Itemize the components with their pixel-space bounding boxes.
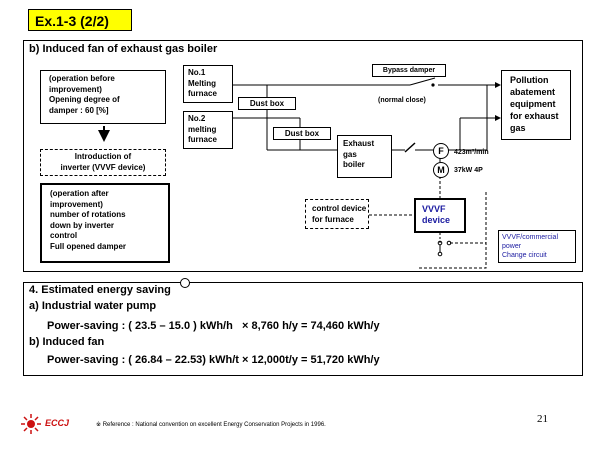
after-line-2: improvement) <box>50 199 103 209</box>
circuit-line-2: power <box>502 243 522 250</box>
after-line-5: control <box>50 231 78 240</box>
furnace1-line-3: furnace <box>188 89 217 98</box>
intro-line-2: inverter (VVVF device) <box>60 162 146 172</box>
energy-saving-panel <box>23 282 583 376</box>
energy-saving-heading: 4. Estimated energy saving <box>29 284 171 296</box>
intro-line-1: Introduction of <box>74 152 132 161</box>
reference-note: ※ Reference : National convention on exc… <box>96 422 326 428</box>
boiler-line-2: gas <box>343 149 357 159</box>
water-pump-heading: a) Industrial water pump <box>29 300 157 312</box>
page-number: 21 <box>537 413 548 425</box>
pollution-line-1: Pollution <box>510 75 549 85</box>
circuit-line-1: VVVF/commercial <box>502 234 559 241</box>
after-line-1: (operation after <box>50 189 109 198</box>
normal-close-label: (normal close) <box>378 97 426 104</box>
vvvf-device: VVVF device <box>414 198 466 233</box>
water-pump-formula: Power-saving : ( 23.5 – 15.0 ) kWh/h × 8… <box>47 320 380 332</box>
dust-box-2: Dust box <box>273 127 331 140</box>
boiler-line-3: boiler <box>343 160 365 169</box>
after-line-4: down by inverter <box>50 220 115 230</box>
dust-box-1: Dust box <box>238 97 296 110</box>
eccj-logo-text: ECCJ <box>45 418 70 428</box>
induced-fan-formula: Power-saving : ( 26.84 – 22.53) kWh/t × … <box>47 354 380 366</box>
before-line-1: (operation before <box>49 74 115 83</box>
control-line-2: for furnace <box>312 214 354 224</box>
melting-furnace-1: No.1 Melting furnace <box>183 65 233 103</box>
fan-icon: F <box>433 143 449 159</box>
control-line-1: control device <box>312 204 367 213</box>
move-handle-icon <box>180 278 190 288</box>
induced-fan-panel <box>23 40 583 272</box>
fan-flow-rate: 423m³/min <box>454 149 489 156</box>
slide-title: Ex.1-3 (2/2) <box>28 9 132 31</box>
pollution-abatement-equipment: Pollution abatement equipment for exhaus… <box>501 70 571 140</box>
pollution-line-4: for exhaust <box>510 111 559 121</box>
pollution-line-3: equipment <box>510 99 556 109</box>
melting-furnace-2: No.2 melting furnace <box>183 111 233 149</box>
furnace-control-device: control device for furnace <box>305 199 369 229</box>
furnace2-line-3: furnace <box>188 135 217 144</box>
vvvf-line-1: VVVF <box>422 204 446 214</box>
pollution-line-2: abatement <box>510 87 556 97</box>
before-improvement-box: (operation before improvement) Opening d… <box>40 70 166 124</box>
after-line-3: number of rotations <box>50 210 126 219</box>
furnace1-line-1: No.1 <box>188 68 206 77</box>
furnace2-line-2: melting <box>188 124 217 134</box>
motor-icon: M <box>433 162 449 178</box>
after-improvement-box: (operation after improvement) number of … <box>40 183 170 263</box>
circuit-line-3: Change circuit <box>502 252 547 259</box>
before-line-4: damper : 60 [%] <box>49 105 109 115</box>
furnace2-line-1: No.2 <box>188 114 206 123</box>
after-line-6: Full opened damper <box>50 241 127 251</box>
motor-spec: 37kW 4P <box>454 167 483 174</box>
induced-fan-heading: b) Induced fan of exhaust gas boiler <box>29 43 218 55</box>
induced-fan-subheading: b) Induced fan <box>29 336 105 348</box>
furnace1-line-2: Melting <box>188 78 216 88</box>
exhaust-gas-boiler: Exhaust gas boiler <box>337 135 392 178</box>
vvvf-line-2: device <box>422 215 451 225</box>
before-line-3: Opening degree of <box>49 95 120 104</box>
bypass-damper-label: Bypass damper <box>372 64 446 77</box>
inverter-introduction-box: Introduction of inverter (VVVF device) <box>40 149 166 176</box>
before-line-2: improvement) <box>49 84 102 94</box>
boiler-line-1: Exhaust <box>343 139 375 148</box>
vvvf-change-circuit-label: VVVF/commercial power Change circuit <box>498 230 576 263</box>
eccj-logo-icon <box>21 414 41 434</box>
pollution-line-5: gas <box>510 123 526 133</box>
